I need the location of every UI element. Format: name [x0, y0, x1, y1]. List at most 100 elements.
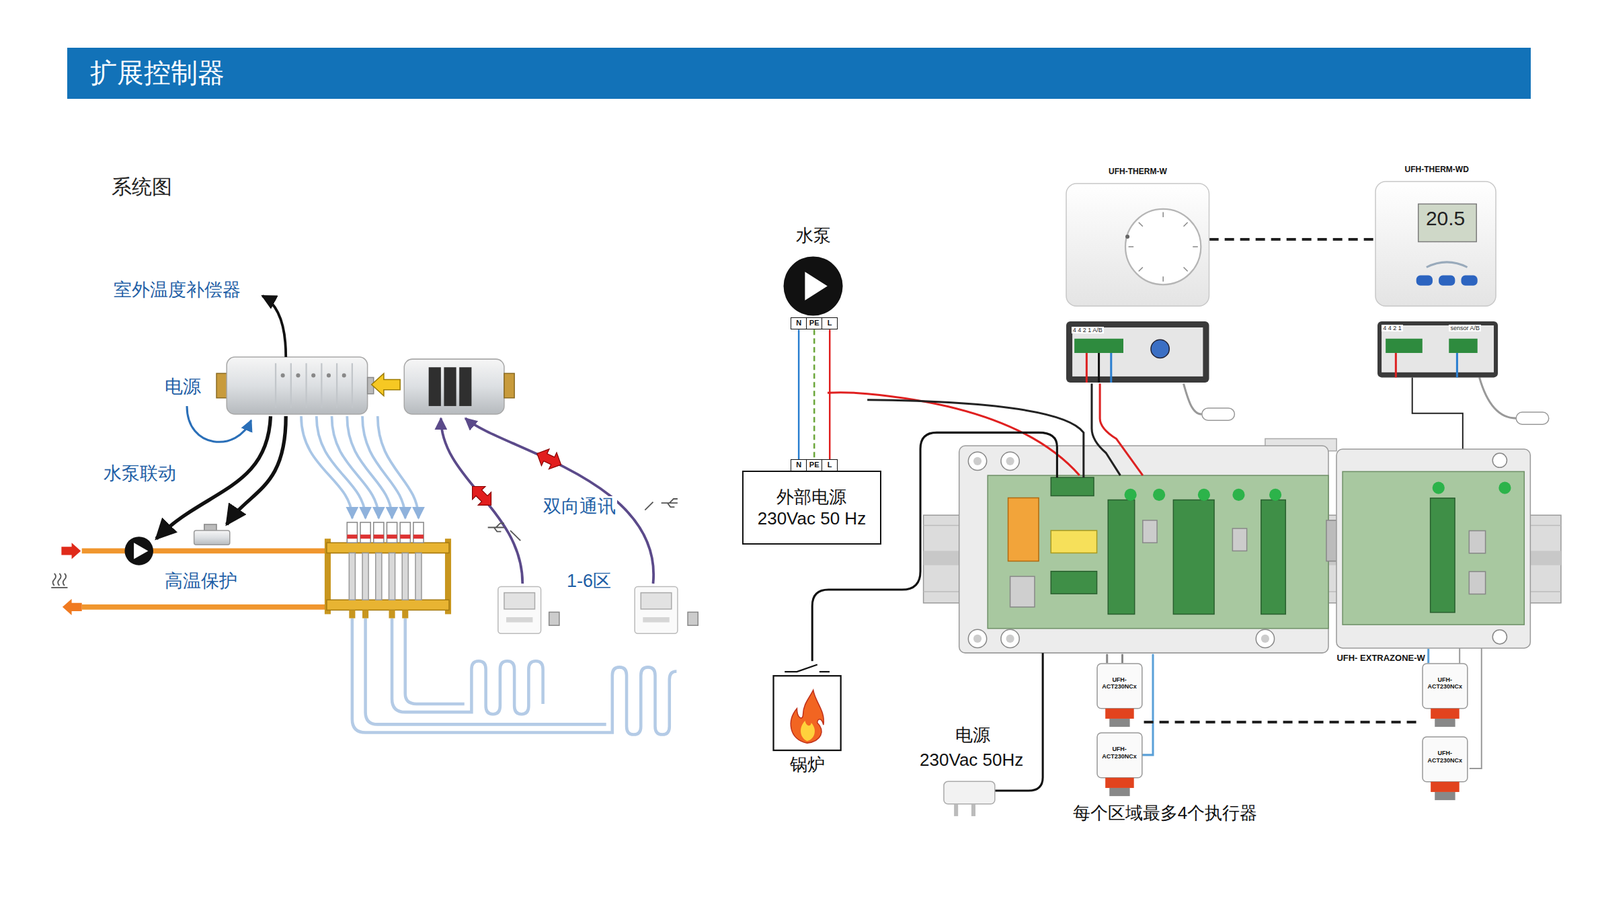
extension-module-part [1469, 530, 1486, 553]
floor-loop [352, 618, 677, 735]
manifold [326, 542, 450, 553]
controller-board [973, 457, 982, 466]
pin-name: 4 4 2 1 A/B [1071, 326, 1104, 334]
actuator-shape [1420, 736, 1470, 800]
pin-name: L [821, 317, 837, 329]
manifold [348, 552, 355, 600]
actuator: UFH-ACT230NCx [1095, 663, 1145, 727]
model-name: UFH-ACT230NCx [1420, 676, 1470, 692]
controller-board [1142, 520, 1157, 543]
pin-name: sensor A/B [1448, 324, 1482, 332]
floor-loop [405, 618, 465, 704]
manifold [400, 522, 411, 543]
actuator-shape [1095, 663, 1145, 727]
manifold [375, 552, 382, 600]
manifold [386, 534, 397, 539]
thermostat-part [1416, 275, 1433, 286]
actuator: UFH-ACT230NCx [1095, 732, 1145, 796]
thermostat-part [1394, 352, 1397, 378]
bidirectional-arrow [465, 480, 498, 512]
manifold [388, 552, 395, 600]
actuator: UFH-ACT230NCx [1420, 663, 1470, 727]
controller-unit [295, 373, 300, 378]
controller-unit [216, 356, 374, 415]
manifold [402, 552, 409, 600]
thermostat-part [1125, 209, 1201, 285]
extension-unit [504, 373, 515, 398]
controller-board [1006, 457, 1015, 466]
power-label: 外部电源 230Vac 50 Hz [752, 486, 871, 530]
model-name: UFH-THERM-WD [1404, 165, 1469, 175]
power-label: 230Vac 50Hz [918, 750, 1025, 771]
boiler-node-part [800, 720, 815, 741]
thermostat-part [1066, 321, 1210, 383]
thermostat-shape [1066, 183, 1210, 383]
room-thermostat [506, 617, 533, 623]
manifold [386, 522, 397, 543]
heat-icon [63, 573, 67, 586]
heat-icon [57, 573, 62, 586]
pump-symbol [124, 536, 153, 565]
controller-board [1269, 488, 1282, 501]
extension-module-part [1493, 629, 1508, 645]
thermostat-part [1074, 338, 1124, 353]
temperature-probe [1515, 412, 1549, 425]
manifold [326, 599, 450, 610]
power-plug [943, 781, 995, 804]
actuator: UFH-ACT230NCx [1420, 736, 1470, 800]
thermostat-part [1072, 327, 1203, 377]
wire [1107, 654, 1123, 664]
controller-board [1124, 488, 1137, 501]
controller-unit [281, 373, 286, 378]
controller-board [973, 634, 982, 643]
thermostat-part [1066, 183, 1210, 306]
bus-line [441, 418, 654, 584]
pump-symbol [124, 536, 153, 565]
controller-unit [326, 373, 331, 378]
controller-board [1001, 629, 1020, 648]
callout-label: 水泵联动 [102, 463, 178, 485]
callout-label: 高温保护 [163, 570, 239, 592]
wire-connector [1458, 648, 1461, 664]
temperature-probe [1202, 408, 1235, 421]
controller-unit [226, 356, 368, 415]
manifold [415, 552, 422, 600]
power-plug [953, 804, 958, 817]
manifold [373, 534, 384, 539]
manifold [413, 522, 424, 543]
controller-board [1261, 500, 1286, 615]
extension-module-part [1499, 481, 1512, 494]
actuator-wire [362, 416, 406, 519]
manifold [324, 522, 452, 619]
callout-label: 1-6区 [565, 570, 613, 592]
thermostat-part [1085, 352, 1088, 383]
model-name: UFH-ACT230NCx [1095, 676, 1145, 692]
extension-unit [443, 367, 456, 407]
controller-board [1261, 634, 1270, 643]
wire [1183, 383, 1203, 415]
manifold [402, 609, 409, 618]
boiler-node-part [790, 689, 824, 743]
extension-module-part [1469, 571, 1486, 594]
lcd-reading: 20.5 [1424, 207, 1467, 231]
manifold [346, 534, 357, 539]
model-name: UFH- EXTRAZONE-W [1336, 653, 1425, 664]
thermostat-part [1385, 338, 1423, 353]
usb-symbol [488, 523, 505, 532]
extension-unit [404, 358, 505, 415]
thermostat-part [1377, 321, 1498, 378]
temperature-probe [1202, 408, 1549, 425]
wire [1141, 654, 1153, 755]
heat-icon [51, 573, 68, 588]
actuator-part [1434, 718, 1455, 727]
actuator-wire [377, 416, 419, 519]
thermostat-part [1426, 262, 1468, 268]
controller-board [1050, 530, 1097, 553]
room-thermostat [687, 611, 698, 626]
thermostat-part [1128, 212, 1198, 282]
pin-name: PE [806, 317, 822, 329]
actuator-part [1105, 777, 1135, 788]
room-thermostat [504, 592, 536, 610]
power-label: 电源 [953, 725, 992, 746]
wire [1099, 383, 1143, 476]
